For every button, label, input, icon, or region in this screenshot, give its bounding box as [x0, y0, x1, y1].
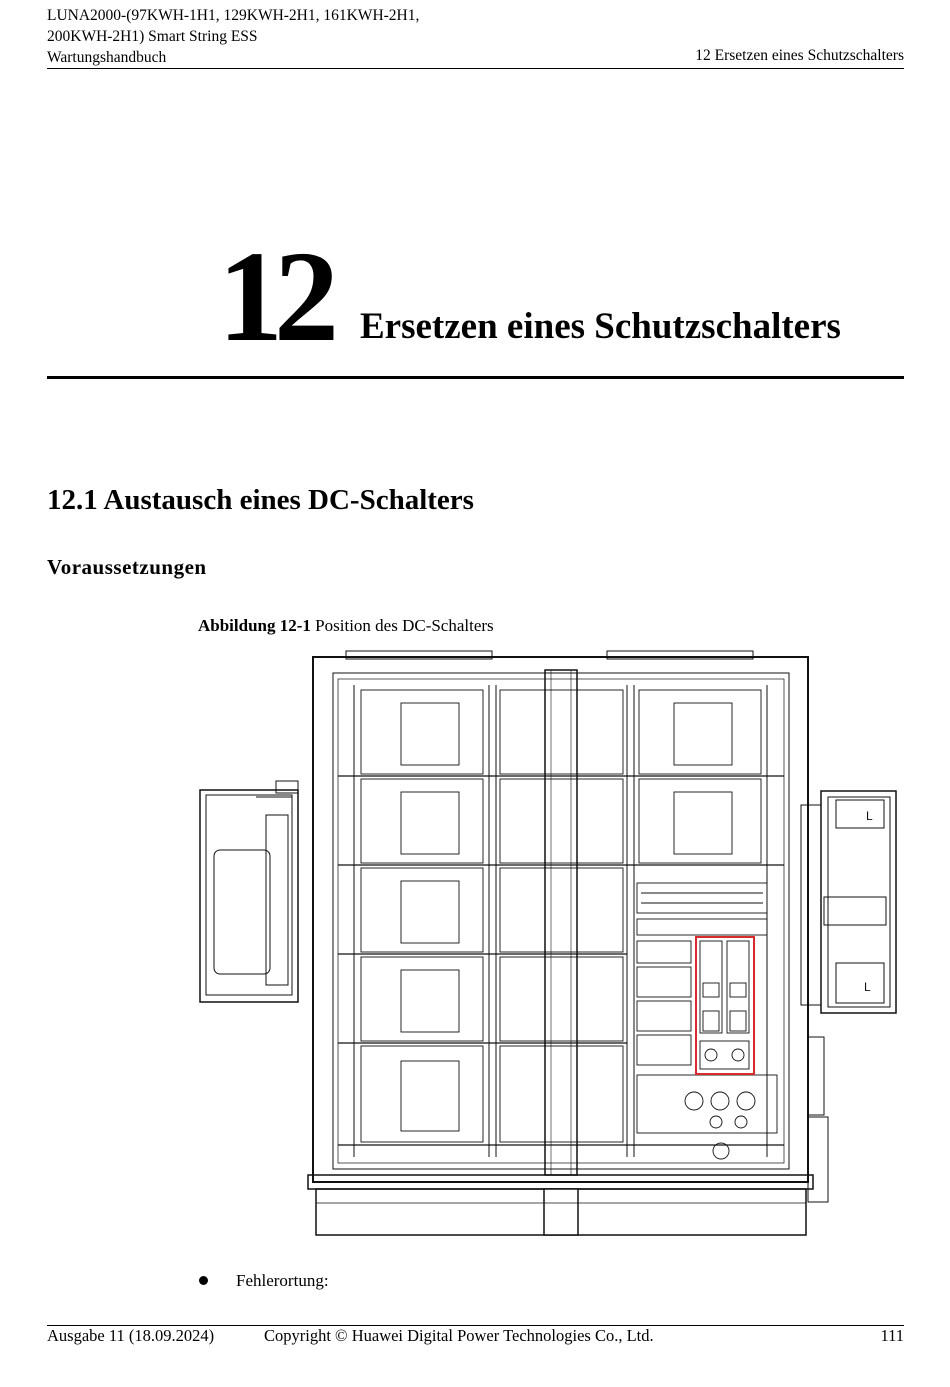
bullet-dot [199, 1276, 208, 1285]
subheading-prerequisites: Voraussetzungen [47, 555, 207, 579]
battery-modules-left [360, 689, 484, 1143]
footer-edition: Ausgabe 11 (18.09.2024) [47, 1326, 215, 1345]
dc-switch-highlight [695, 936, 755, 1075]
footer-page-number: 111 [880, 1326, 904, 1345]
panel-label-lower: L [864, 980, 871, 994]
panel-label-upper: L [866, 809, 873, 823]
figure-caption: Abbildung 12-1 Position des DC-Schalters [198, 616, 494, 636]
left-door-panel [199, 780, 299, 1003]
header-section-reference: 12 Ersetzen eines Schutzschalters [695, 47, 904, 64]
header-title-line: LUNA2000-(97KWH-1H1, 129KWH-2H1, 161KWH-… [47, 7, 420, 24]
right-door-panel [800, 790, 897, 1014]
cabinet-inner-frame-2 [337, 678, 785, 1164]
battery-modules-right [638, 689, 762, 864]
battery-modules-middle [499, 689, 624, 1143]
bullet-item: Fehlerortung: [236, 1271, 329, 1290]
dc-switch [699, 940, 750, 1070]
figure-caption-text: Position des DC-Schalters [310, 616, 494, 635]
chapter-divider [47, 376, 904, 379]
center-beam [544, 669, 578, 1176]
electrical-compartment [636, 882, 778, 1160]
footer-copyright: Copyright © Huawei Digital Power Technol… [264, 1326, 654, 1345]
figure-label: Abbildung 12-1 [198, 616, 311, 635]
cabinet-top-lip-left [345, 650, 493, 660]
cabinet-top-lip-right [606, 650, 754, 660]
chapter-title: Ersetzen eines Schutzschalters [360, 306, 841, 347]
header-document-title: LUNA2000-(97KWH-1H1, 129KWH-2H1, 161KWH-… [47, 5, 419, 68]
footer-divider [47, 1325, 904, 1326]
cabinet-diagram: L L [199, 650, 897, 1236]
cabinet-base [307, 1174, 814, 1236]
section-heading: 12.1 Austausch eines DC-Schalters [47, 484, 474, 516]
header-title-line: Wartungshandbuch [47, 49, 167, 66]
chapter-number: 12 [218, 225, 339, 369]
cabinet-inner-frame [332, 672, 790, 1170]
cabinet-outer-frame [312, 656, 809, 1183]
header-divider [47, 68, 904, 69]
header-title-line: 200KWH-2H1) Smart String ESS [47, 28, 258, 45]
